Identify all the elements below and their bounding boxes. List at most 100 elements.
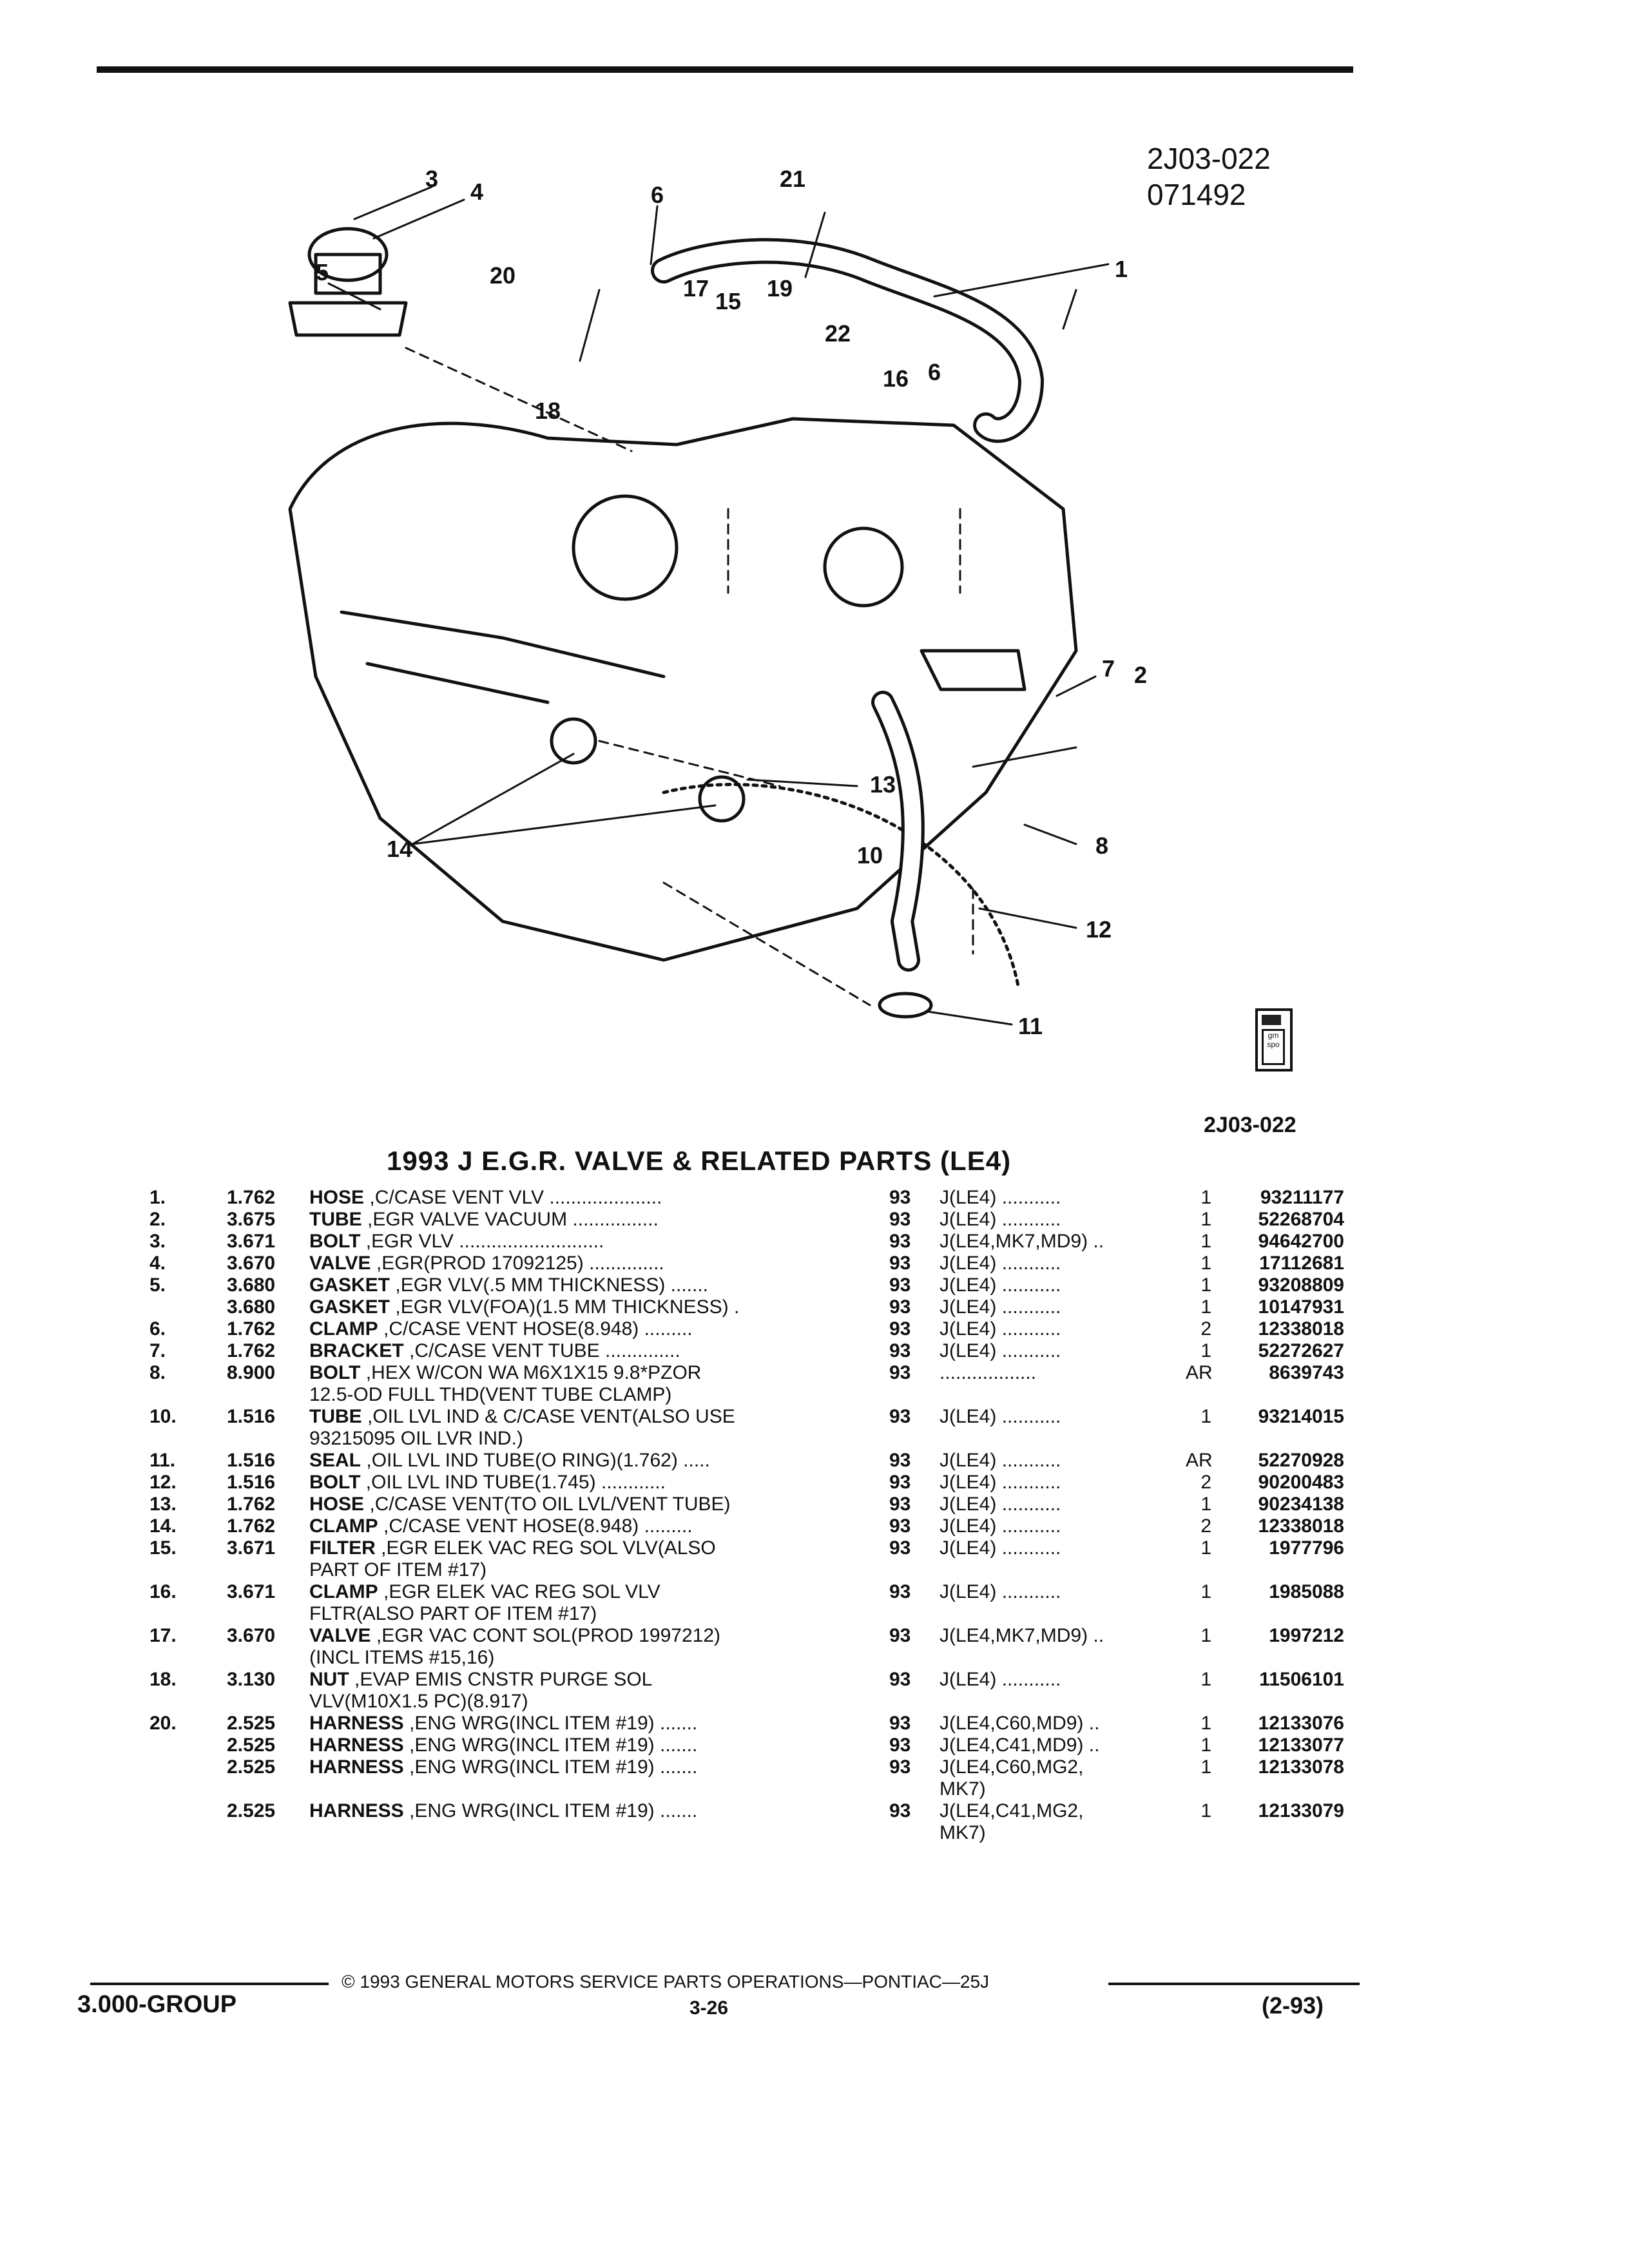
part-name: BOLT — [309, 1472, 361, 1493]
group-number: 3.671 — [227, 1537, 276, 1559]
quantity: 1 — [1200, 1274, 1211, 1296]
application-code: J(LE4) ........... — [940, 1209, 1061, 1230]
quantity: 1 — [1200, 1187, 1211, 1208]
item-number: 1. — [149, 1187, 166, 1208]
part-number: 12133079 — [1258, 1800, 1344, 1821]
application: J(LE4) ........... — [940, 1340, 1061, 1362]
part-detail-continued: 93215095 OIL LVR IND.) — [309, 1428, 523, 1449]
application: J(LE4,MK7,MD9) .. — [940, 1231, 1104, 1253]
callout-22: 22 — [825, 320, 851, 347]
application-code: J(LE4) ........... — [940, 1406, 1061, 1427]
group-number: 1.762 — [227, 1494, 276, 1515]
application-code: J(LE4) ........... — [940, 1296, 1061, 1318]
item-number: 15. — [149, 1537, 177, 1559]
part-description: HARNESS ,ENG WRG(INCL ITEM #19) ....... — [309, 1800, 697, 1822]
part-detail: ,C/CASE VENT TUBE .............. — [409, 1340, 680, 1361]
model-year: 93 — [889, 1537, 911, 1559]
part-description: CLAMP ,C/CASE VENT HOSE(8.948) ......... — [309, 1318, 693, 1340]
part-name: CLAMP — [309, 1581, 378, 1602]
application-code: J(LE4,C41,MG2, — [940, 1800, 1084, 1821]
application: J(LE4) ........... — [940, 1318, 1061, 1340]
application-code: J(LE4) ........... — [940, 1494, 1061, 1515]
callout-19: 19 — [767, 275, 793, 302]
item-number: 3. — [149, 1231, 166, 1252]
model-year: 93 — [889, 1669, 911, 1690]
part-description: BRACKET ,C/CASE VENT TUBE .............. — [309, 1340, 680, 1362]
quantity: 1 — [1200, 1537, 1211, 1559]
part-number: 10147931 — [1258, 1296, 1344, 1318]
part-number: 90200483 — [1258, 1472, 1344, 1493]
part-detail-continued: FLTR(ALSO PART OF ITEM #17) — [309, 1603, 597, 1624]
group-number: 3.671 — [227, 1581, 276, 1602]
part-number: 93208809 — [1258, 1274, 1344, 1296]
group-number: 2.525 — [227, 1713, 276, 1734]
application-code: J(LE4) ........... — [940, 1187, 1061, 1208]
callout-15: 15 — [715, 288, 741, 314]
model-year: 93 — [889, 1472, 911, 1493]
part-row: 20. 2.525 HARNESS ,ENG WRG(INCL ITEM #19) … — [0, 1713, 1629, 1735]
part-number: 12338018 — [1258, 1515, 1344, 1537]
application-code: J(LE4) ........... — [940, 1537, 1061, 1559]
part-name: BOLT — [309, 1362, 361, 1383]
callout-7: 7 — [1102, 655, 1115, 682]
application-code: .................. — [940, 1362, 1037, 1383]
callout-4: 4 — [470, 178, 483, 205]
part-detail: ,OIL LVL IND TUBE(1.745) ............ — [365, 1472, 666, 1493]
group-number: 3.130 — [227, 1669, 276, 1690]
part-description: SEAL ,OIL LVL IND TUBE(O RING)(1.762) ..… — [309, 1450, 710, 1472]
group-number: 1.762 — [227, 1318, 276, 1340]
part-name: SEAL — [309, 1450, 361, 1471]
footer-rule-left — [90, 1983, 329, 1985]
callout-6: 6 — [928, 359, 941, 385]
part-number: 1977796 — [1269, 1537, 1344, 1559]
group-number: 2.525 — [227, 1756, 276, 1778]
application: J(LE4) ........... — [940, 1450, 1061, 1472]
part-name: HARNESS — [309, 1713, 404, 1734]
item-number: 2. — [149, 1209, 166, 1230]
callout-1: 1 — [1115, 256, 1128, 282]
part-name: VALVE — [309, 1625, 371, 1646]
part-detail: ,ENG WRG(INCL ITEM #19) ....... — [409, 1800, 698, 1821]
part-description: HARNESS ,ENG WRG(INCL ITEM #19) ....... — [309, 1713, 697, 1735]
item-number: 17. — [149, 1625, 177, 1646]
application: J(LE4,C60,MG2,MK7) — [940, 1756, 1083, 1800]
part-description: TUBE ,EGR VALVE VACUUM ................ — [309, 1209, 659, 1231]
part-name: HARNESS — [309, 1735, 404, 1756]
part-detail: ,EGR VLV(.5 MM THICKNESS) ....... — [395, 1274, 708, 1296]
model-year: 93 — [889, 1800, 911, 1821]
callout-11: 11 — [1018, 1013, 1043, 1039]
part-description: GASKET ,EGR VLV(FOA)(1.5 MM THICKNESS) . — [309, 1296, 739, 1318]
group-number: 8.900 — [227, 1362, 276, 1383]
application: J(LE4) ........... — [940, 1296, 1061, 1318]
item-number: 5. — [149, 1274, 166, 1296]
quantity: 1 — [1200, 1800, 1211, 1821]
part-detail-continued: (INCL ITEMS #15,16) — [309, 1647, 495, 1668]
part-name: BRACKET — [309, 1340, 404, 1361]
quantity: 2 — [1200, 1472, 1211, 1493]
part-detail: ,OIL LVL IND & C/CASE VENT(ALSO USE — [367, 1406, 735, 1427]
part-name: CLAMP — [309, 1515, 378, 1537]
part-name: VALVE — [309, 1253, 371, 1274]
quantity: 1 — [1200, 1296, 1211, 1318]
group-number: 3.671 — [227, 1231, 276, 1252]
quantity: 1 — [1200, 1494, 1211, 1515]
application: J(LE4,C41,MD9) .. — [940, 1735, 1099, 1756]
item-number: 20. — [149, 1713, 177, 1734]
application-code: J(LE4,C60,MG2, — [940, 1756, 1084, 1778]
quantity: 1 — [1200, 1756, 1211, 1778]
model-year: 93 — [889, 1318, 911, 1340]
callout-20: 20 — [490, 262, 516, 289]
application-code: J(LE4) ........... — [940, 1472, 1061, 1493]
application: J(LE4) ........... — [940, 1187, 1061, 1209]
application-code: J(LE4) ........... — [940, 1450, 1061, 1471]
model-year: 93 — [889, 1713, 911, 1734]
